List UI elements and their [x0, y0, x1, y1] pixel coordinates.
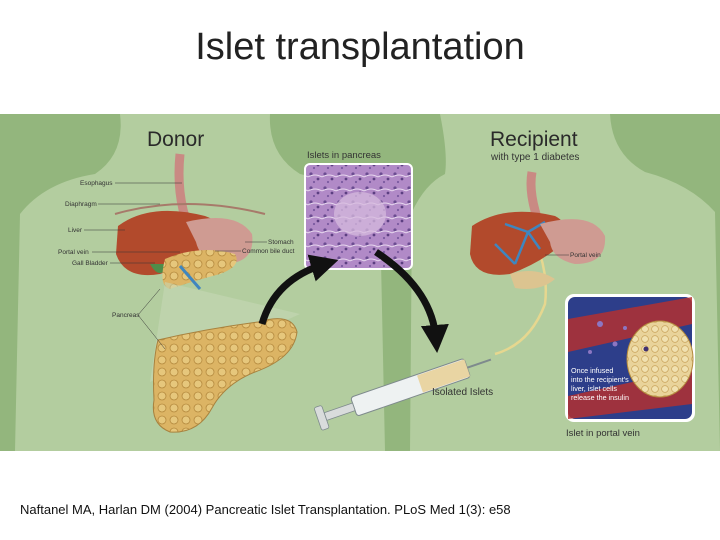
label-gall-bladder: Gall Bladder — [72, 260, 109, 267]
recipient-heading: Recipient — [490, 128, 578, 151]
portal-vein-inset: Once infused into the recipient's liver,… — [565, 294, 695, 422]
label-pancreas: Pancreas — [112, 312, 140, 319]
inset-islet — [627, 321, 693, 397]
label-common-bile-duct: Common bile duct — [242, 248, 295, 255]
islet-in-portal-vein-label: Islet in portal vein — [566, 428, 640, 439]
citation: Naftanel MA, Harlan DM (2004) Pancreatic… — [20, 502, 511, 517]
islets-in-pancreas-label: Islets in pancreas — [307, 150, 381, 161]
islet-transplantation-diagram: Donor Recipient with type 1 diabetes Eso… — [0, 114, 720, 451]
label-stomach: Stomach — [268, 239, 294, 246]
label-diaphragm: Diaphragm — [65, 201, 97, 208]
infusion-note-line-4: release the insulin — [571, 393, 629, 402]
slide-title: Islet transplantation — [0, 26, 720, 69]
label-liver: Liver — [68, 227, 83, 234]
infusion-note-line-2: into the recipient's — [571, 375, 629, 384]
recipient-portal-vein-label: Portal vein — [570, 252, 601, 259]
label-portal-vein: Portal vein — [58, 249, 89, 256]
recipient-subheading: with type 1 diabetes — [490, 152, 579, 163]
infusion-note-line-1: Once infused — [571, 366, 613, 375]
isolated-islets-label: Isolated Islets — [432, 387, 493, 398]
infusion-note-line-3: liver, islet cells — [571, 384, 617, 393]
donor-heading: Donor — [147, 128, 204, 151]
micrograph-islet — [334, 192, 386, 236]
label-esophagus: Esophagus — [80, 180, 113, 187]
